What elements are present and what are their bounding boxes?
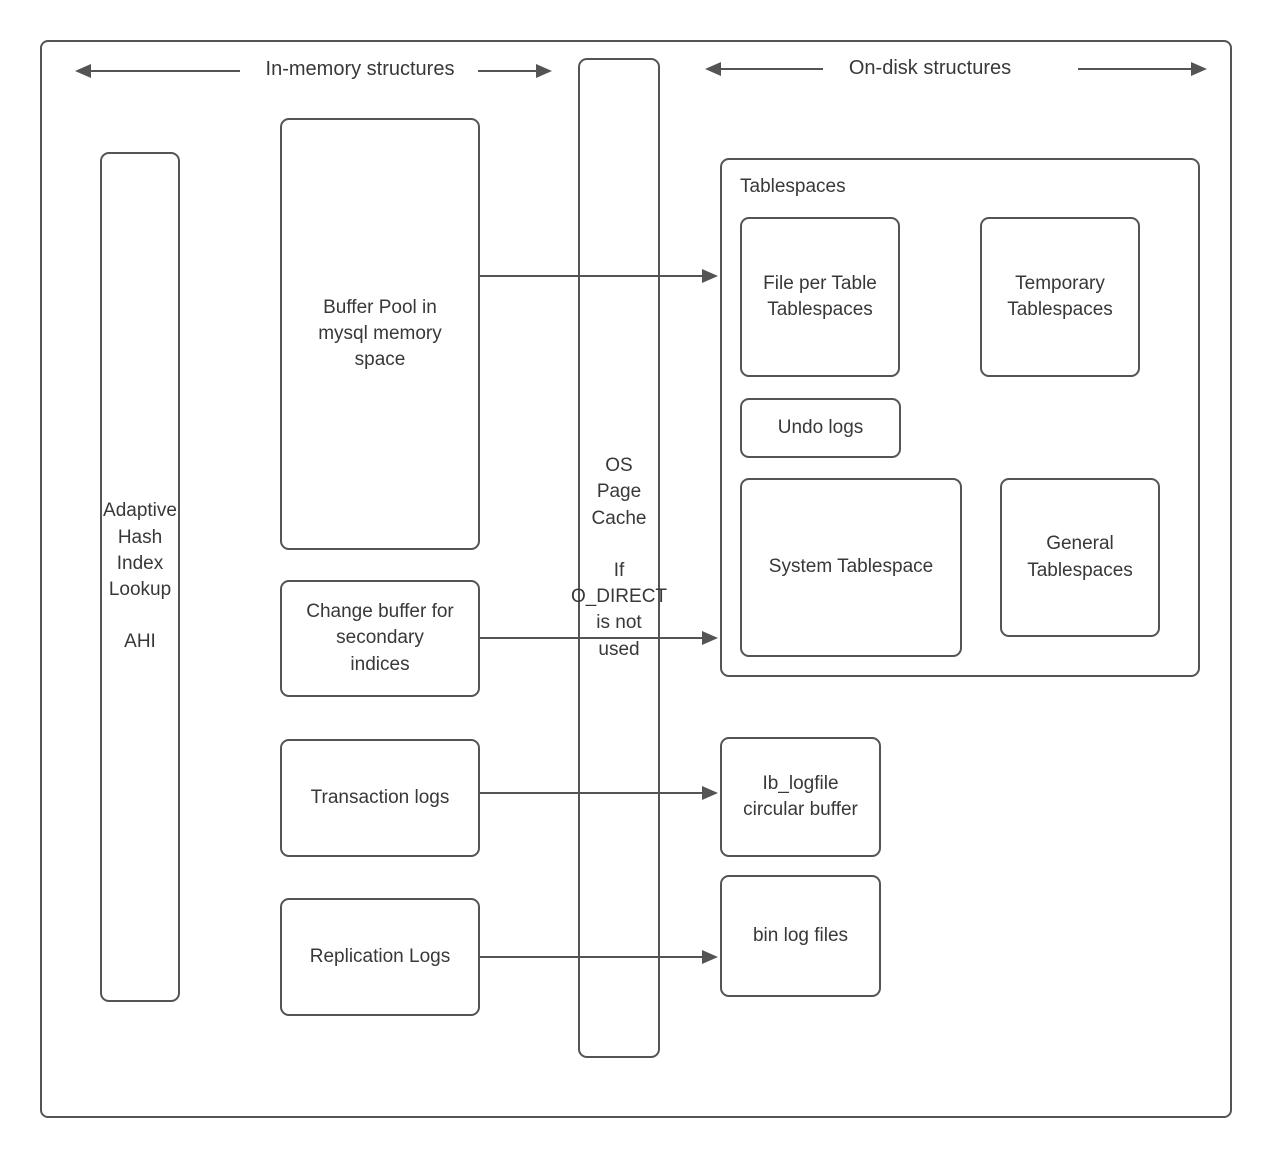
buffer-pool-label: Buffer Pool in mysql memory space: [318, 296, 442, 371]
system-tablespace-box: System Tablespace: [740, 478, 962, 657]
bin-log-files-label: bin log files: [752, 924, 849, 946]
replication-logs-label: Replication Logs: [309, 945, 451, 967]
adaptive-hash-index-label: Adaptive Hash Index Lookup AHI: [103, 500, 177, 653]
transaction-logs-to-ib-logfile-arrow-line: [480, 792, 704, 794]
arrow-left-icon: [75, 64, 91, 78]
arrow-right-icon: [702, 631, 718, 645]
change-buffer-box: Change buffer for secondary indices: [280, 580, 480, 697]
in-memory-structures-label: In-memory structures: [265, 58, 455, 80]
bin-log-files-box: bin log files: [720, 875, 881, 997]
on-disk-right-arrow-line: [1078, 68, 1191, 70]
on-disk-left-arrow-line: [719, 68, 823, 70]
file-per-table-tablespaces-box: File per Table Tablespaces: [740, 217, 900, 377]
arrow-right-icon: [1191, 62, 1207, 76]
outer-frame: [40, 40, 1232, 1118]
in-memory-left-arrow-line: [89, 70, 240, 72]
replication-logs-box: Replication Logs: [280, 898, 480, 1016]
temporary-tablespaces-label: Temporary Tablespaces: [1007, 272, 1113, 320]
arrow-right-icon: [702, 269, 718, 283]
tablespaces-label: Tablespaces: [740, 176, 846, 197]
on-disk-structures-label: On-disk structures: [848, 57, 1012, 79]
arrow-right-icon: [702, 786, 718, 800]
in-memory-right-arrow-line: [478, 70, 536, 72]
transaction-logs-box: Transaction logs: [280, 739, 480, 857]
temporary-tablespaces-box: Temporary Tablespaces: [980, 217, 1140, 377]
ib-logfile-box: Ib_logfile circular buffer: [720, 737, 881, 857]
adaptive-hash-index-box: Adaptive Hash Index Lookup AHI: [100, 152, 180, 1002]
os-page-cache-box: OS Page Cache If O_DIRECT is not used: [571, 58, 667, 1058]
general-tablespaces-box: General Tablespaces: [1000, 478, 1160, 637]
arrow-right-icon: [536, 64, 552, 78]
general-tablespaces-label: General Tablespaces: [1027, 533, 1133, 581]
system-tablespace-label: System Tablespace: [768, 556, 934, 578]
os-page-cache-label: OS Page Cache If O_DIRECT is not used: [570, 455, 668, 660]
replication-logs-to-bin-log-arrow-line: [480, 956, 704, 958]
arrow-right-icon: [702, 950, 718, 964]
undo-logs-box: Undo logs: [740, 398, 901, 458]
buffer-pool-box: Buffer Pool in mysql memory space: [280, 118, 480, 550]
transaction-logs-label: Transaction logs: [310, 786, 450, 808]
file-per-table-tablespaces-label: File per Table Tablespaces: [763, 272, 877, 320]
ib-logfile-label: Ib_logfile circular buffer: [743, 772, 858, 820]
change-buffer-to-tablespaces-arrow-line: [480, 637, 704, 639]
change-buffer-label: Change buffer for secondary indices: [306, 601, 454, 675]
buffer-pool-to-tablespaces-arrow-line: [480, 275, 704, 277]
arrow-left-icon: [705, 62, 721, 76]
undo-logs-label: Undo logs: [777, 416, 864, 438]
